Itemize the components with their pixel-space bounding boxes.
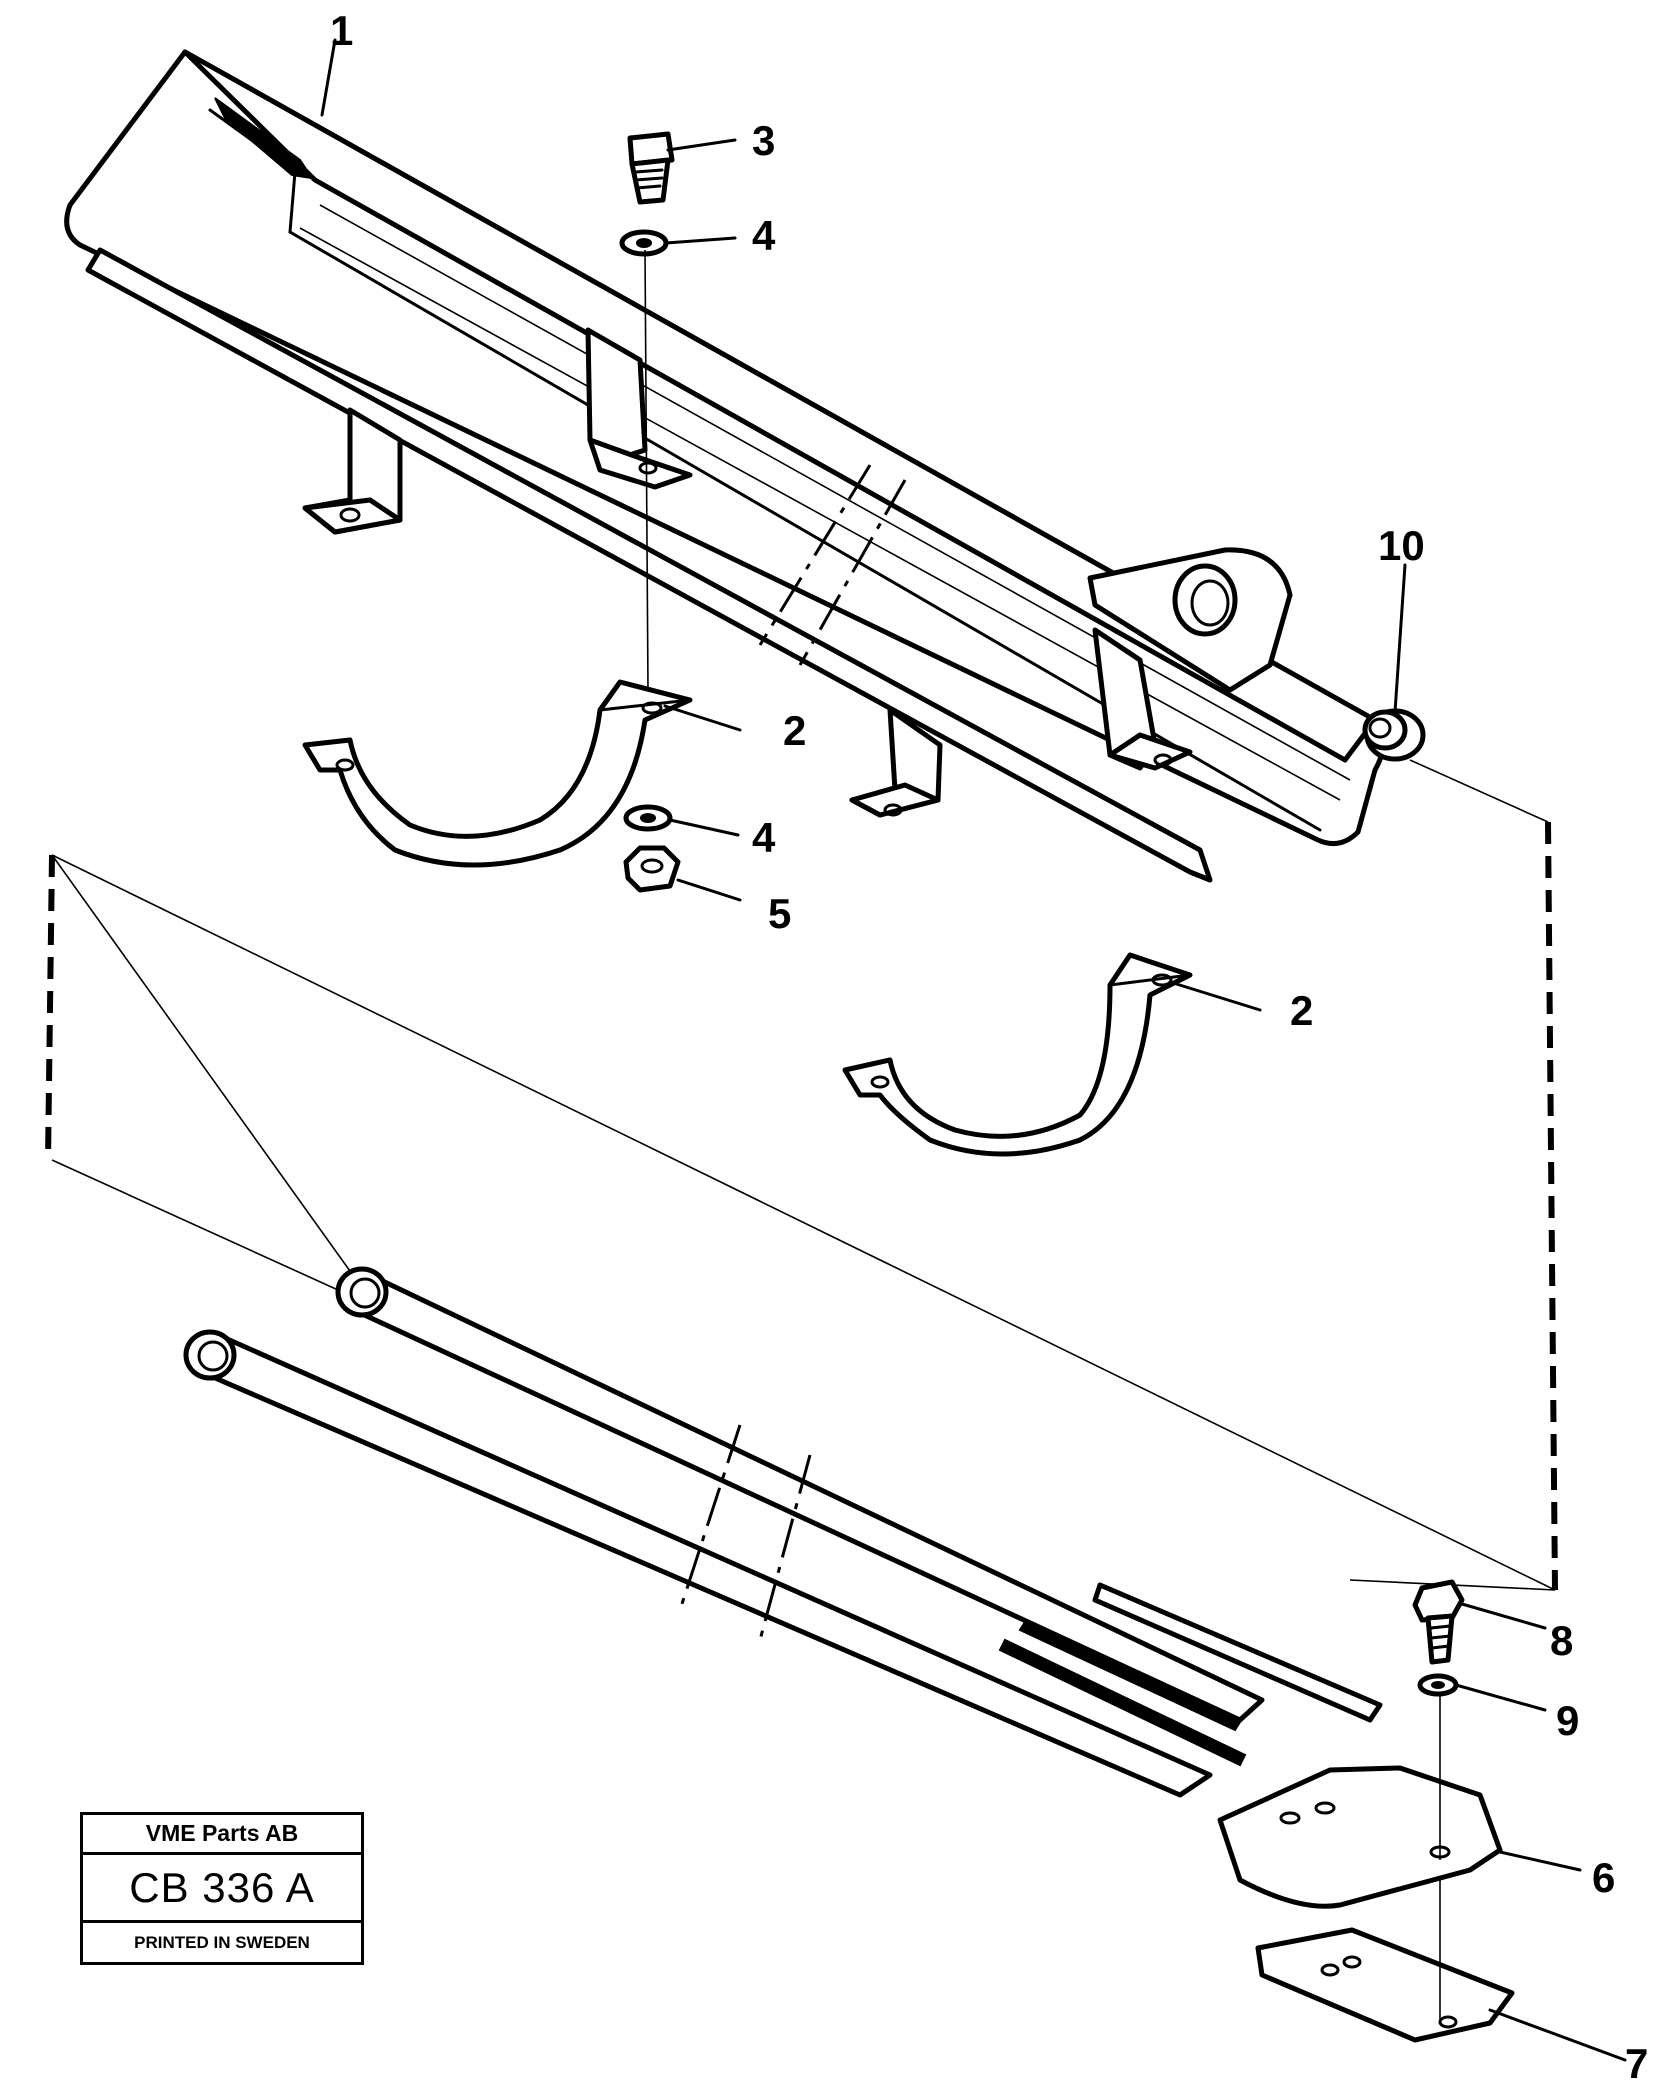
- drawing-number: CB 336 A: [83, 1855, 361, 1923]
- bolt-3: [627, 131, 675, 205]
- callout-4-lower: 4: [752, 814, 776, 861]
- callout-5: 5: [768, 890, 791, 937]
- leader-lines: [320, 38, 1627, 2062]
- pipe-clamp-2-left: [302, 679, 693, 868]
- pipe-clamp-2-right: [842, 952, 1193, 1157]
- callout-4-upper: 4: [752, 212, 776, 259]
- callout-10: 10: [1378, 522, 1425, 569]
- callout-1: 1: [330, 7, 353, 54]
- nut-5: [623, 845, 681, 893]
- washer-4-lower: [623, 804, 673, 832]
- mounting-plate-6: [1217, 1765, 1503, 1909]
- bolt-8: [1412, 1579, 1465, 1665]
- callout-labels: 1 3 4 10 2 4 5 2 8 9 6 7: [330, 7, 1648, 2083]
- washer-4-upper: [619, 229, 669, 257]
- callout-6: 6: [1592, 1854, 1615, 1901]
- callout-2-left: 2: [783, 707, 806, 754]
- callout-8: 8: [1550, 1617, 1573, 1664]
- assembly-indicator-lines: [45, 759, 1558, 1591]
- channel-beam: [64, 49, 1386, 883]
- callout-2-right: 2: [1290, 987, 1313, 1034]
- title-block: VME Parts AB CB 336 A PRINTED IN SWEDEN: [80, 1812, 364, 1965]
- bolt-axis-line: [644, 249, 649, 691]
- callout-3: 3: [752, 117, 775, 164]
- pipes: [183, 1266, 1383, 1798]
- printed-in-label: PRINTED IN SWEDEN: [134, 1932, 310, 1952]
- callout-9: 9: [1556, 1697, 1579, 1744]
- washer-9: [1417, 1673, 1459, 1697]
- company-name: VME Parts AB: [83, 1815, 361, 1855]
- clamp-plate-7: [1255, 1927, 1515, 2043]
- plug-10: [1362, 708, 1426, 762]
- callout-7: 7: [1625, 2040, 1648, 2083]
